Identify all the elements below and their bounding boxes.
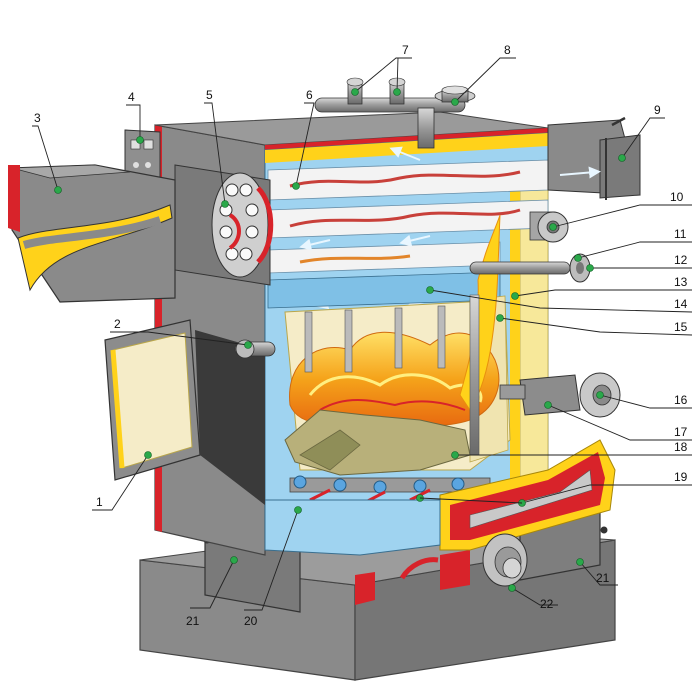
callout-19: 19 bbox=[416, 470, 692, 507]
callout-21-left: 21 bbox=[186, 556, 238, 628]
callout-label-6: 6 bbox=[306, 88, 313, 102]
callout-14: 14 bbox=[426, 286, 693, 313]
callout-label-17: 17 bbox=[674, 425, 688, 439]
callout-2: 2 bbox=[110, 317, 252, 349]
callout-3: 3 bbox=[32, 111, 62, 194]
callout-label-2: 2 bbox=[114, 317, 121, 331]
top-pipes bbox=[314, 77, 476, 149]
callout-21-right: 21 bbox=[576, 558, 618, 586]
callout-layer: 1 2 3 4 5 6 bbox=[32, 43, 693, 628]
fan-bottom bbox=[482, 533, 528, 587]
callout-13: 13 bbox=[511, 275, 692, 300]
flue-duct bbox=[547, 116, 641, 200]
callout-label-14: 14 bbox=[674, 297, 688, 311]
callout-16: 16 bbox=[596, 391, 692, 409]
cutaway-interior bbox=[264, 132, 616, 580]
callout-label-9: 9 bbox=[654, 103, 661, 117]
callout-15: 15 bbox=[496, 314, 693, 336]
callout-7: 7 bbox=[351, 43, 412, 96]
air-control-lever bbox=[234, 339, 276, 359]
callout-label-11: 11 bbox=[674, 227, 687, 241]
callout-label-3: 3 bbox=[34, 111, 41, 125]
callout-label-21-left: 21 bbox=[186, 614, 200, 628]
callout-label-22: 22 bbox=[540, 597, 554, 611]
callout-label-5: 5 bbox=[206, 88, 213, 102]
callout-11: 11 bbox=[574, 227, 692, 262]
callout-label-20: 20 bbox=[244, 614, 258, 628]
loading-door bbox=[104, 319, 265, 505]
callout-8: 8 bbox=[451, 43, 516, 106]
callout-22: 22 bbox=[508, 584, 558, 611]
callout-label-1: 1 bbox=[96, 495, 103, 509]
callout-label-7: 7 bbox=[402, 43, 409, 57]
callout-label-18: 18 bbox=[674, 440, 688, 454]
callout-label-21-right: 21 bbox=[596, 571, 610, 585]
callout-label-15: 15 bbox=[674, 320, 688, 334]
callout-9: 9 bbox=[618, 103, 665, 162]
callout-5: 5 bbox=[204, 88, 229, 208]
callout-12: 12 bbox=[586, 253, 692, 272]
callout-label-13: 13 bbox=[674, 275, 688, 289]
cleaning-flange bbox=[174, 164, 274, 286]
fuel-hopper bbox=[8, 164, 176, 303]
callout-6: 6 bbox=[292, 88, 315, 190]
callout-20: 20 bbox=[244, 506, 302, 628]
callout-17: 17 bbox=[544, 401, 692, 441]
callout-label-19: 19 bbox=[674, 470, 688, 484]
callout-label-4: 4 bbox=[128, 90, 135, 104]
callout-label-8: 8 bbox=[504, 43, 511, 57]
callout-label-10: 10 bbox=[670, 190, 684, 204]
callout-label-12: 12 bbox=[674, 253, 688, 267]
fan-upper bbox=[529, 211, 569, 243]
callout-10: 10 bbox=[549, 190, 692, 231]
flue-tube-passes bbox=[267, 146, 549, 310]
callout-1: 1 bbox=[92, 451, 152, 511]
callout-4: 4 bbox=[126, 90, 144, 144]
callout-label-16: 16 bbox=[674, 393, 688, 407]
callout-18: 18 bbox=[451, 440, 692, 459]
